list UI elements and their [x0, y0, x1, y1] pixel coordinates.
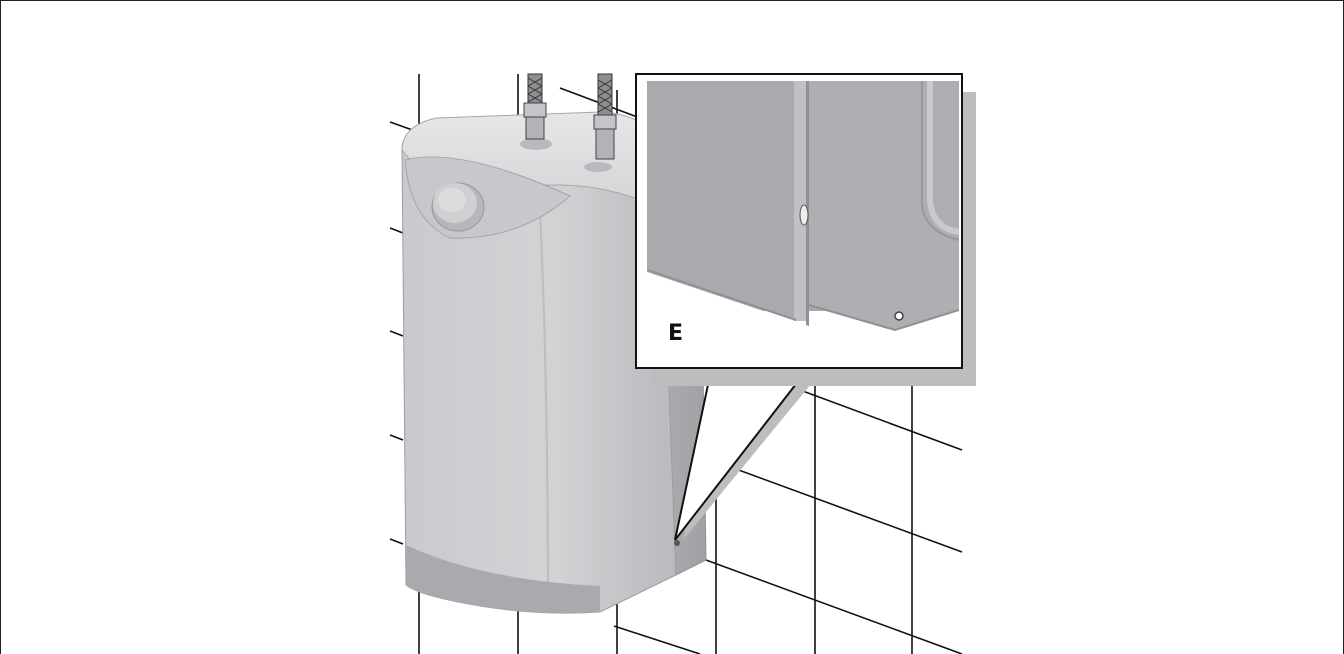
callout-label: E: [668, 321, 683, 346]
temperature-knob: [431, 182, 485, 232]
callout-zoom-box: E: [635, 73, 963, 369]
screw-icon: [674, 540, 680, 546]
hose-connections: [520, 73, 617, 172]
screw-icon: [894, 311, 904, 321]
callout-pointer: [674, 365, 816, 541]
mounting-slot-icon: [799, 204, 809, 226]
